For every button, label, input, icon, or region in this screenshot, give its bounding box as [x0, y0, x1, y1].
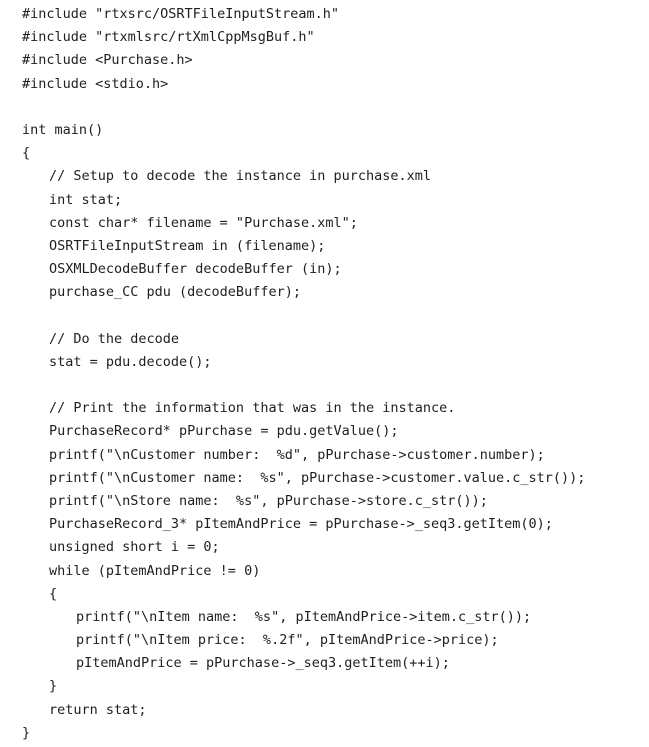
code-line: // Do the decode [49, 330, 180, 347]
code-line: // Print the information that was in the… [49, 400, 456, 417]
code-line: } [22, 724, 31, 741]
code-line: stat = pdu.decode(); [49, 353, 212, 370]
code-line: { [49, 585, 58, 602]
code-line [22, 96, 649, 119]
code-line: } [49, 678, 58, 695]
code-line: unsigned short i = 0; [49, 539, 220, 556]
code-line: // Setup to decode the instance in purch… [49, 168, 432, 185]
code-line: OSRTFileInputStream in (filename); [49, 237, 326, 254]
code-line: #include <stdio.h> [22, 75, 169, 92]
code-line: printf("\nItem price: %.2f", pItemAndPri… [76, 632, 499, 649]
code-line: printf("\nCustomer number: %d", pPurchas… [49, 446, 545, 463]
code-line: PurchaseRecord_3* pItemAndPrice = pPurch… [49, 516, 553, 533]
code-line: #include <Purchase.h> [22, 52, 193, 69]
code-line: int stat; [49, 191, 123, 208]
code-line: while (pItemAndPrice != 0) [49, 562, 261, 579]
code-line: printf("\nCustomer name: %s", pPurchase-… [49, 469, 586, 486]
code-line: const char* filename = "Purchase.xml"; [49, 214, 358, 231]
code-line: purchase_CC pdu (decodeBuffer); [49, 284, 301, 301]
code-line: PurchaseRecord* pPurchase = pdu.getValue… [49, 423, 399, 440]
code-line [22, 304, 649, 327]
code-line: pItemAndPrice = pPurchase->_seq3.getItem… [76, 655, 450, 672]
code-line: return stat; [49, 701, 147, 718]
code-line: { [22, 145, 31, 162]
code-line: #include "rtxsrc/OSRTFileInputStream.h" [22, 6, 339, 22]
code-line [22, 374, 649, 397]
code-line: #include "rtxmlsrc/rtXmlCppMsgBuf.h" [22, 29, 315, 46]
code-line: int main() [22, 121, 104, 138]
code-line: OSXMLDecodeBuffer decodeBuffer (in); [49, 261, 342, 278]
code-line: printf("\nItem name: %s", pItemAndPrice-… [76, 608, 532, 625]
code-line: printf("\nStore name: %s", pPurchase->st… [49, 492, 488, 509]
